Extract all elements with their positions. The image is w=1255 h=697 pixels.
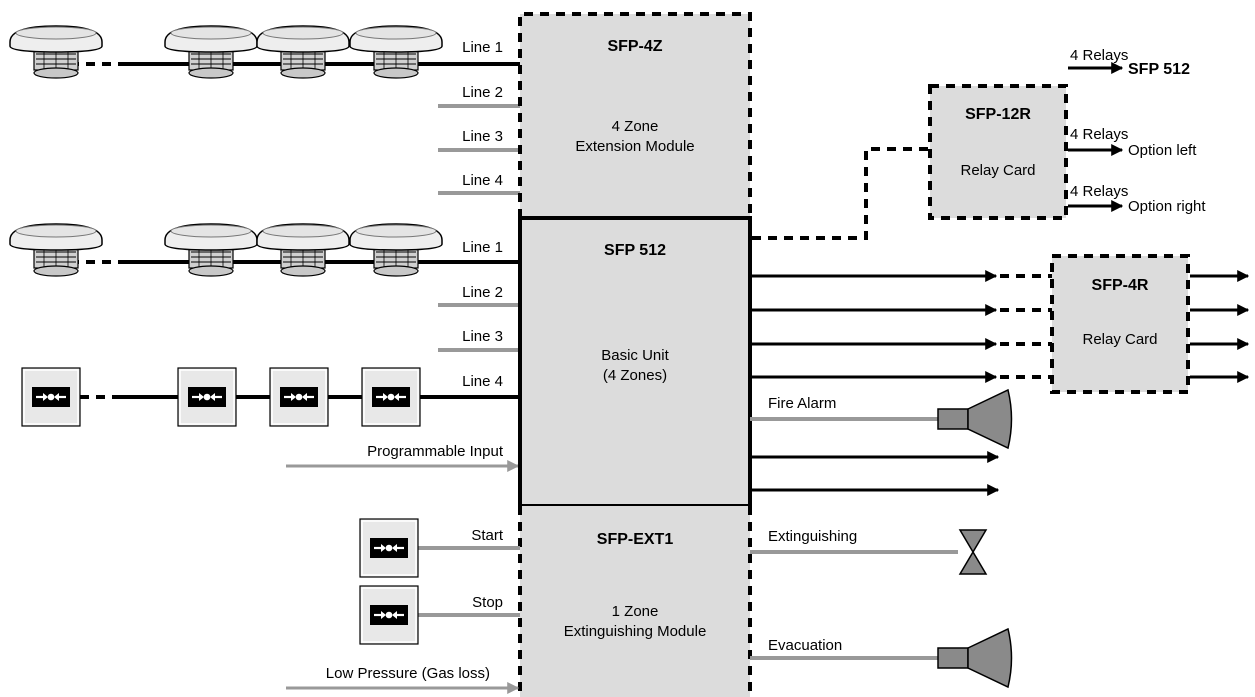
basic-line-3-label: Line 3 [462,328,503,345]
extinguishing-label: Extinguishing [768,528,857,545]
siren-icon [937,389,1013,449]
stop-label: Stop [472,594,503,611]
sfp-4z-desc-1: 4 Zone [612,118,659,135]
relays-label-2: 4 Relays [1070,126,1128,143]
smoke-detector-icon [9,25,103,79]
sfp-ext1-outputs: Extinguishing Evacuation [750,528,1013,688]
evacuation-label: Evacuation [768,637,842,654]
smoke-detector-icon [164,223,258,277]
manual-call-point-icon [176,366,238,428]
sfp-ext1-desc-1: 1 Zone [612,603,659,620]
sfp-512-module: SFP 512 Basic Unit (4 Zones) [518,216,752,508]
sfp-512-desc-1: Basic Unit [601,347,669,364]
sfp4z-inputs: Line 1 Line 2 Line 3 Line 4 [438,39,520,195]
sfp-4r-desc: Relay Card [1082,331,1157,348]
manual-call-point-icon [358,584,420,646]
low-pressure-label: Low Pressure (Gas loss) [326,665,490,682]
sfp-4z-module: SFP-4Z 4 Zone Extension Module [518,12,752,218]
relay-target-option-right: Option right [1128,198,1206,215]
manual-call-point-icon [268,366,330,428]
sfp-4r-module: SFP-4R Relay Card [1050,254,1250,394]
smoke-detector-icon [349,223,443,277]
manual-call-point-icon [360,366,422,428]
smoke-detector-icon [164,25,258,79]
start-label: Start [471,527,504,544]
sfp-12r-title: SFP-12R [965,106,1031,123]
sfp-512-desc-2: (4 Zones) [603,367,667,384]
sfp512-outputs: Fire Alarm [750,270,1052,496]
smoke-detector-icon [9,223,103,277]
manual-call-point-icon [20,366,82,428]
call-point-chain [20,366,520,428]
relay-target-option-left: Option left [1128,142,1197,159]
programmable-input-label: Programmable Input [367,443,504,460]
z4-line-4-label: Line 4 [462,172,503,189]
z4-line-2-label: Line 2 [462,84,503,101]
siren-icon [937,628,1013,688]
relays-label-1: 4 Relays [1070,47,1128,64]
z4-line-1-label: Line 1 [462,39,503,56]
basic-line-4-label: Line 4 [462,373,503,390]
relay-target-sfp512: SFP 512 [1128,61,1190,78]
smoke-detector-icon [256,25,350,79]
sfp-4z-desc-2: Extension Module [575,138,694,155]
sfp-4r-title: SFP-4R [1092,277,1149,294]
sfp-ext1-inputs: Start Stop Low Pressure (Gas loss) [286,517,520,694]
sfp512-inputs: Line 1 Line 2 Line 3 Line 4 Programmable… [286,239,520,472]
fire-alarm-label: Fire Alarm [768,395,836,412]
basic-line-1-label: Line 1 [462,239,503,256]
sfp-ext1-module: SFP-EXT1 1 Zone Extinguishing Module [518,506,752,697]
sfp-512-title: SFP 512 [604,242,666,259]
z4-line-3-label: Line 3 [462,128,503,145]
sfp-ext1-desc-2: Extinguishing Module [564,623,707,640]
sfp-12r-desc: Relay Card [960,162,1035,179]
detector-chain-top [9,25,520,79]
smoke-detector-icon [256,223,350,277]
basic-line-2-label: Line 2 [462,284,503,301]
sfp-ext1-title: SFP-EXT1 [597,531,674,548]
sfp-4z-title: SFP-4Z [607,38,662,55]
detector-chain-middle [9,223,520,277]
valve-icon [958,529,988,575]
relays-label-3: 4 Relays [1070,183,1128,200]
sfp-12r-module: SFP-12R Relay Card 4 Relays 4 Relays 4 R… [752,47,1206,240]
smoke-detector-icon [349,25,443,79]
manual-call-point-icon [358,517,420,579]
